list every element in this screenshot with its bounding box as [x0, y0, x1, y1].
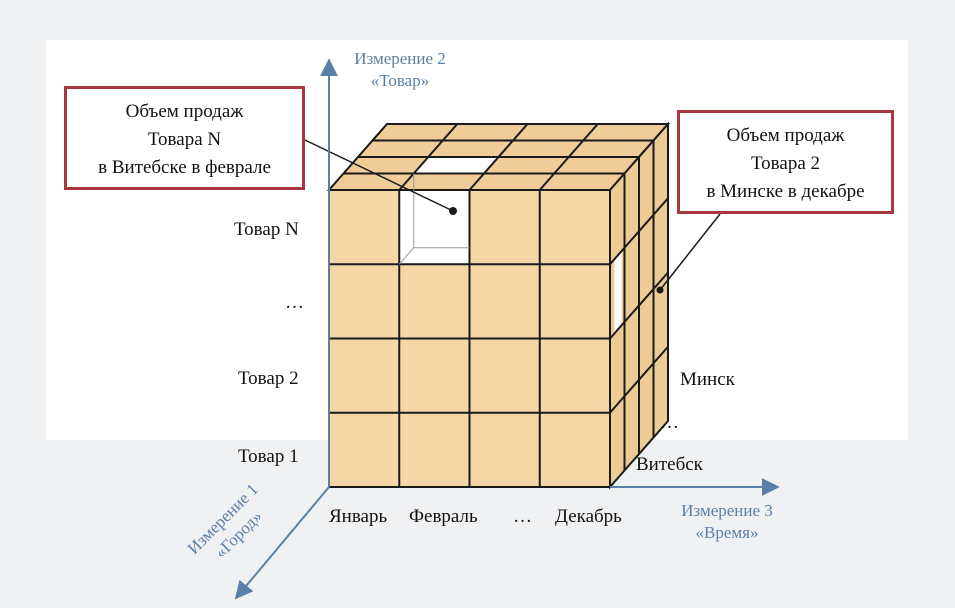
row-label-product-n: Товар N — [234, 219, 299, 240]
callout-left-line3: в Витебске в феврале — [98, 157, 271, 178]
axis-3-label: Измерение 3 «Время» — [662, 500, 792, 544]
axis-3-title: Измерение 3 — [681, 501, 773, 520]
axis-1-arrow — [234, 486, 330, 600]
depth-label-ellipsis: … — [660, 412, 679, 433]
highlight-cell-side — [614, 251, 622, 334]
axis-2-label: Измерение 2 «Товар» — [335, 48, 465, 92]
axis-2-subtitle: «Товар» — [370, 71, 430, 90]
depth-label-minsk: Минск — [680, 369, 735, 390]
side-grid-line — [609, 346, 669, 414]
leader-line-right — [659, 213, 721, 291]
col-label-december: Декабрь — [555, 506, 622, 527]
top-grid-line — [538, 123, 599, 191]
highlight-cell-front — [400, 191, 469, 264]
row-label-product-2: Товар 2 — [238, 368, 299, 389]
callout-right-line3: в Минске в декабре — [706, 181, 865, 202]
axis-3-subtitle: «Время» — [695, 523, 759, 542]
callout-right-line2: Товара 2 — [750, 153, 820, 174]
callout-right: Объем продаж Товара 2 в Минске в декабре — [677, 110, 894, 214]
row-label-ellipsis: … — [285, 292, 304, 313]
callout-right-line1: Объем продаж — [726, 125, 845, 146]
row-label-product-1: Товар 1 — [238, 446, 299, 467]
callout-left-line1: Объем продаж — [125, 101, 244, 122]
side-grid-line — [609, 271, 669, 340]
callout-left: Объем продаж Товара N в Витебске в февра… — [64, 86, 305, 190]
col-label-ellipsis: … — [513, 506, 532, 527]
callout-left-line2: Товара N — [147, 129, 222, 150]
axis-2-title: Измерение 2 — [354, 49, 446, 68]
col-label-january: Январь — [329, 506, 388, 527]
col-label-february: Февраль — [409, 506, 478, 527]
depth-label-vitebsk: Витебск — [636, 454, 703, 475]
highlight-cell-top — [413, 157, 499, 174]
